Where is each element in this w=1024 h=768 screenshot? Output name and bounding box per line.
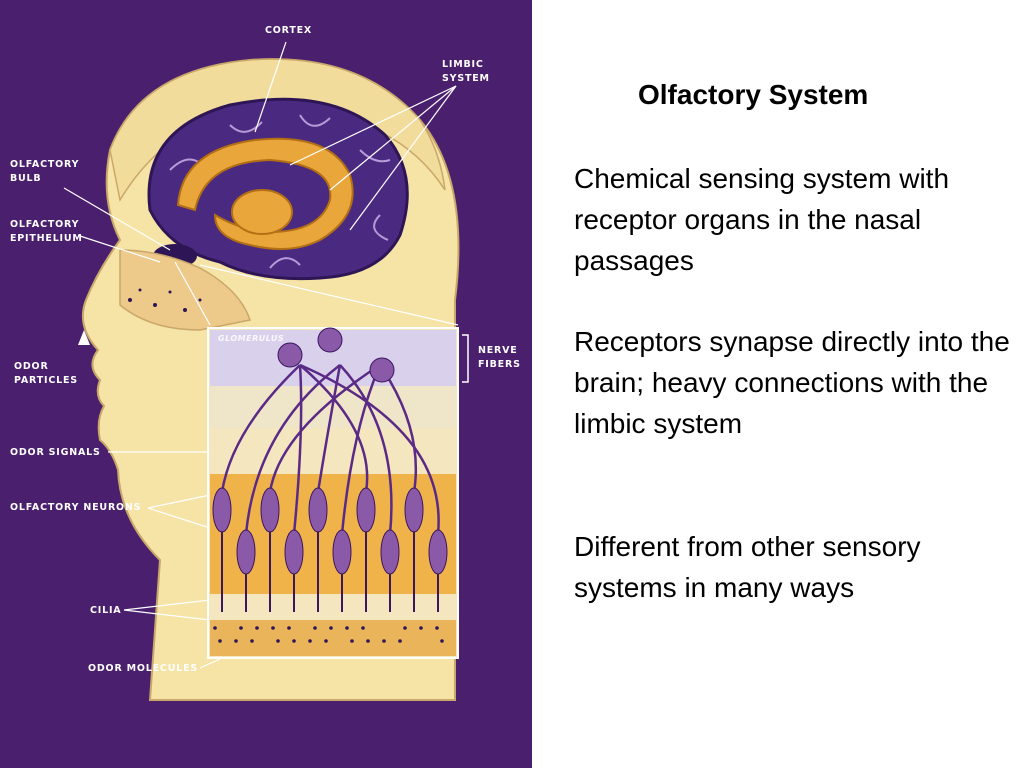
neuron-axon <box>340 364 382 535</box>
label-olfactory-neurons: OLFACTORY NEURONS <box>10 502 142 513</box>
paragraph-different-systems: Different from other sensory systems in … <box>574 531 921 603</box>
glomerulus-node <box>277 342 303 368</box>
thalamus-shape <box>231 189 293 235</box>
label-leader-lines <box>63 41 459 669</box>
paragraph-receptors-synapse: Receptors synapse directly into the brai… <box>574 326 1010 439</box>
odor-molecule-dot <box>255 626 259 630</box>
label-limbic-system: LIMBIC SYSTEM <box>442 59 490 84</box>
neuron-body <box>380 529 400 575</box>
label-odor-particles: ODOR PARTICLES <box>14 361 78 386</box>
neuron-axon <box>220 364 301 493</box>
paragraph-chemical-sensing: Chemical sensing system with receptor or… <box>574 163 950 276</box>
neuron-axon <box>268 363 381 493</box>
label-olfactory-epithelium: OLFACTORY EPITHELIUM <box>10 219 83 244</box>
label-cortex: CORTEX <box>265 25 313 36</box>
odor-molecule-dot <box>239 626 243 630</box>
odor-molecule-dot <box>250 639 254 643</box>
odor-molecule-dot <box>382 639 386 643</box>
odor-molecule-dot <box>218 639 222 643</box>
neuron-axon <box>299 364 369 493</box>
brain-cortex <box>147 97 409 281</box>
glomerulus-node <box>317 327 343 353</box>
neuron-body <box>308 487 328 533</box>
odor-molecule-dot <box>435 626 439 630</box>
label-nerve-fibers: NERVE FIBERS <box>478 345 521 370</box>
head-cross-section-drawing <box>63 41 469 701</box>
nerve-fibers-bracket <box>462 334 469 383</box>
label-odor-molecules: ODOR MOLECULES <box>88 663 199 674</box>
neuron-body <box>428 529 448 575</box>
neuron-axon <box>292 364 303 535</box>
label-odor-signals: ODOR SIGNALS <box>10 447 101 458</box>
odor-molecule-dot <box>361 626 365 630</box>
odor-molecule-dot <box>271 626 275 630</box>
neuron-body <box>356 487 376 533</box>
nasal-cavity <box>119 249 251 331</box>
neuron-axon <box>299 363 440 535</box>
odor-molecule-dot <box>324 639 328 643</box>
odor-arrow <box>78 330 90 345</box>
odor-molecule-dot <box>440 639 444 643</box>
olfactory-anatomy-illustration: CORTEX LIMBIC SYSTEM OLFACTORY BULB OLFA… <box>0 0 532 768</box>
neuron-body <box>236 529 256 575</box>
slide-text-panel: Olfactory System Chemical sensing system… <box>540 0 1024 768</box>
slide-title: Olfactory System <box>638 79 869 110</box>
odor-molecule-dot <box>350 639 354 643</box>
olfactory-neurons-drawing <box>212 327 448 643</box>
cortex-folds <box>169 114 391 269</box>
neuron-body <box>284 529 304 575</box>
odor-molecule-dot <box>366 639 370 643</box>
odor-molecule-dot <box>403 626 407 630</box>
odor-molecule-dot <box>398 639 402 643</box>
limbic-structures <box>176 137 354 250</box>
neuron-body <box>260 487 280 533</box>
neuron-body <box>332 529 352 575</box>
glomerulus-node <box>369 357 395 383</box>
label-cilia: CILIA <box>90 605 122 616</box>
odor-molecule-dot <box>234 639 238 643</box>
odor-molecule-dot <box>287 626 291 630</box>
neuron-body <box>212 487 232 533</box>
label-glomerulus: GLOMERULUS <box>218 334 285 343</box>
neuron-axon <box>244 364 341 535</box>
inset-mucus-layer <box>210 620 456 656</box>
odor-molecule-dot <box>292 639 296 643</box>
odor-molecule-dot <box>308 639 312 643</box>
neuron-axon <box>339 364 393 535</box>
odor-molecule-dot <box>345 626 349 630</box>
odor-molecule-dot <box>313 626 317 630</box>
odor-molecule-dot <box>329 626 333 630</box>
odor-molecule-dot <box>213 626 217 630</box>
neuron-body <box>404 487 424 533</box>
odor-molecule-dot <box>419 626 423 630</box>
odor-particles-dots <box>128 288 202 312</box>
label-olfactory-bulb: OLFACTORY BULB <box>10 159 80 184</box>
neuron-axon <box>316 364 342 493</box>
odor-molecule-dot <box>276 639 280 643</box>
